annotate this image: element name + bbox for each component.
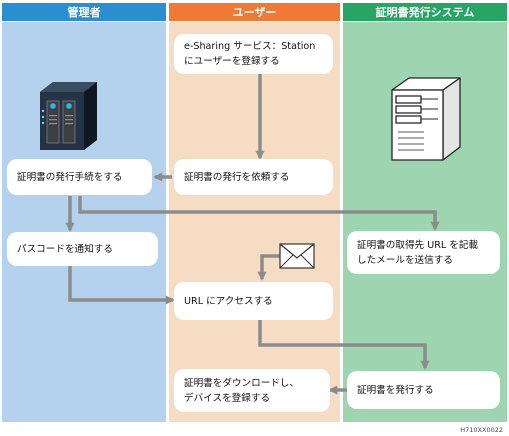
box-request-issue: 証明書の発行を依頼する — [174, 159, 333, 195]
arrow-mail-to-url — [257, 254, 280, 281]
figure-code: H710XX0022 — [460, 426, 503, 434]
server-icon — [391, 77, 461, 161]
arrow-procedure-to-cert — [78, 196, 440, 231]
lane-admin-header: 管理者 — [2, 3, 166, 21]
box-notify-passcode: パスコードを通知する — [7, 232, 158, 266]
box-register-user: e-Sharing サービス：Station にユーザーを登録する — [174, 34, 333, 74]
arrow-url-to-issue — [258, 320, 430, 370]
box-issue-mail: 証明書の取得先 URL を記載 したメールを送信する — [347, 231, 500, 274]
lane-cert-header: 証明書発行システム — [343, 3, 507, 21]
lane-user-header: ユーザー — [169, 3, 340, 21]
box-access-url: URL にアクセスする — [174, 282, 333, 320]
box-issue-certificate: 証明書を発行する — [347, 371, 500, 409]
box-issue-procedure: 証明書の発行手続をする — [7, 159, 152, 195]
box-issue-mail-line1: 証明書の取得先 URL を記載 — [357, 239, 479, 251]
box-register-user-line2: にユーザーを登録する — [184, 56, 280, 67]
box-download-cert-line2: デバイスを登録する — [184, 392, 271, 404]
lane-user-bg — [169, 22, 340, 422]
box-download-cert: 証明書をダウンロードし、 デバイスを登録する — [174, 369, 330, 412]
box-request-issue-line1: 証明書の発行を依頼する — [184, 171, 290, 183]
arrow-passcode-to-url — [68, 266, 175, 305]
box-issue-procedure-line1: 証明書の発行手続をする — [17, 171, 123, 183]
envelope-icon — [279, 243, 315, 269]
box-notify-passcode-line1: パスコードを通知する — [17, 243, 113, 255]
nas-device-icon — [40, 82, 97, 150]
box-issue-certificate-line1: 証明書を発行する — [357, 384, 434, 396]
box-download-cert-line1: 証明書をダウンロードし、 — [184, 377, 300, 389]
box-issue-mail-line2: したメールを送信する — [357, 254, 453, 266]
box-access-url-line1: URL にアクセスする — [184, 295, 273, 307]
box-register-user-line1: e-Sharing サービス：Station — [184, 41, 316, 52]
